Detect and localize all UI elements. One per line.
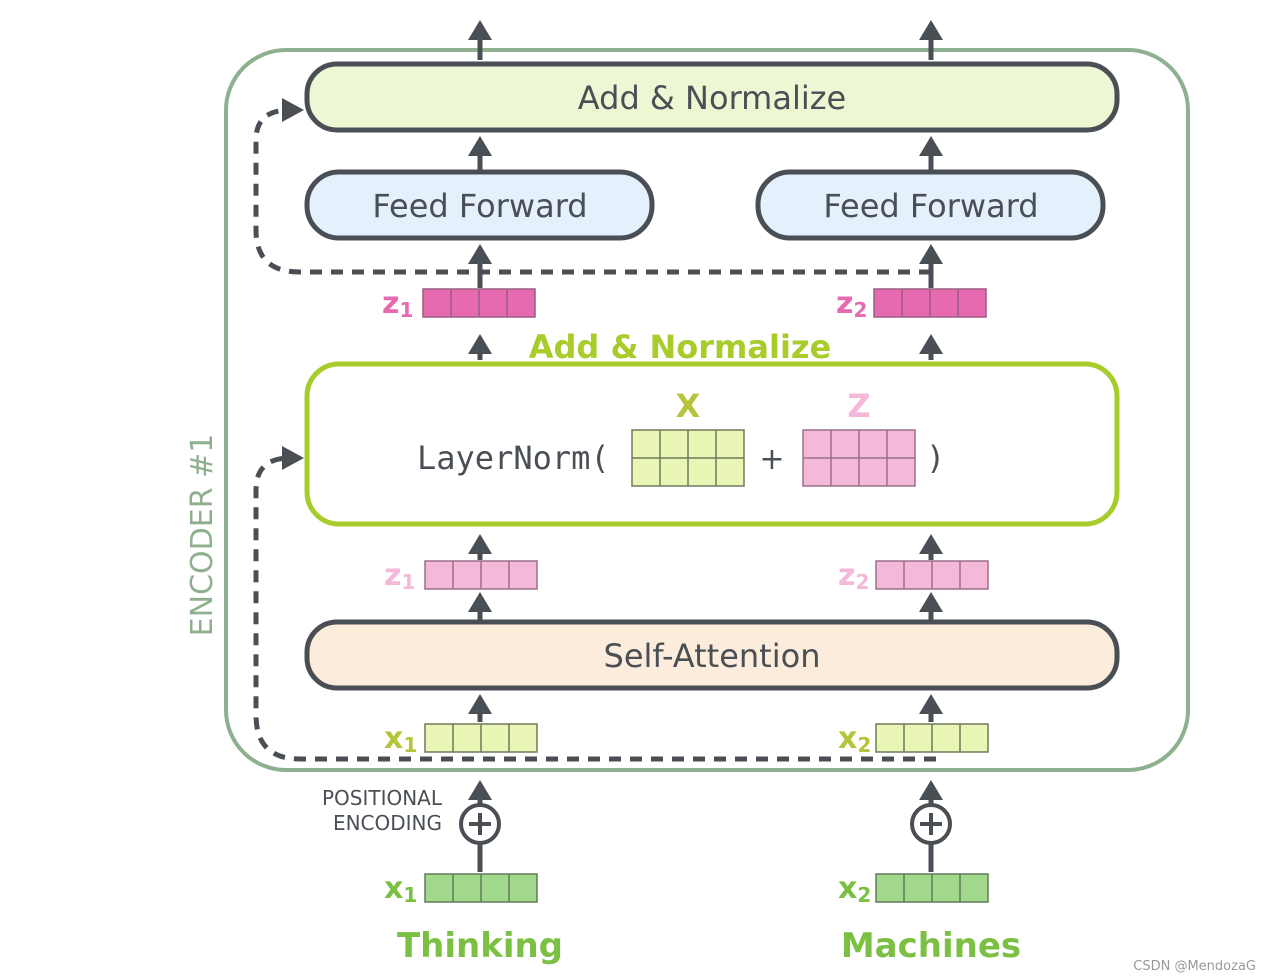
matrix-x — [631, 429, 745, 487]
watermark: CSDN @MendozaG — [1133, 959, 1256, 974]
matrix-x-label: X — [676, 387, 701, 425]
output-arrow-1 — [468, 20, 492, 60]
zin-arrow-1 — [468, 534, 492, 560]
positional-label-line1: POSITIONAL — [322, 786, 443, 810]
matrix-z-label: Z — [847, 387, 870, 425]
residual-arrowhead-upper — [282, 98, 304, 122]
feed-forward-label-1: Feed Forward — [372, 187, 587, 225]
positional-add-2 — [910, 780, 952, 872]
layernorm-open: LayerNorm( — [417, 439, 610, 477]
vector-x1-enc — [424, 723, 538, 753]
xenc-arrow-2 — [919, 694, 943, 722]
vector-x1-emb-label: x1 — [384, 871, 417, 907]
input-word-thinking: Thinking — [397, 926, 563, 966]
residual-arrowhead-lower — [282, 446, 304, 470]
vector-x1-enc-label: x1 — [384, 721, 417, 757]
vector-z1-out — [422, 288, 536, 318]
self-attention-label: Self-Attention — [604, 637, 821, 675]
layernorm-close: ) — [926, 439, 945, 477]
sa-arrow-2 — [919, 592, 943, 620]
z-ff-arrow-1 — [468, 244, 492, 288]
encoder-frame — [224, 48, 1190, 772]
ln-arrow-1 — [468, 334, 492, 360]
vector-x1-emb — [424, 873, 538, 903]
ff-arrow-2 — [919, 136, 943, 170]
encoder-label: ENCODER #1 — [185, 434, 220, 637]
self-attention-box — [304, 619, 1120, 691]
vector-z1-out-label: z1 — [382, 286, 413, 322]
input-word-machines: Machines — [841, 926, 1021, 966]
matrix-z — [802, 429, 916, 487]
vector-x2-emb-label: x2 — [838, 871, 871, 907]
feed-forward-label-2: Feed Forward — [823, 187, 1038, 225]
sa-arrow-1 — [468, 592, 492, 620]
feed-forward-box-2 — [755, 169, 1106, 241]
vector-z1-in-label: z1 — [384, 558, 415, 594]
ff-arrow-1 — [468, 136, 492, 170]
vector-x2-enc-label: x2 — [838, 721, 871, 757]
xenc-arrow-1 — [468, 694, 492, 722]
add-normalize-mid-label: Add & Normalize — [529, 328, 832, 366]
output-arrow-2 — [919, 20, 943, 60]
vector-z2-out — [873, 288, 987, 318]
residual-path-upper — [253, 107, 931, 275]
feed-forward-box-1 — [304, 169, 655, 241]
vector-z2-in-label: z2 — [838, 558, 869, 594]
vector-z2-in — [875, 560, 989, 590]
zin-arrow-2 — [919, 534, 943, 560]
add-normalize-top-label: Add & Normalize — [578, 79, 846, 117]
z-ff-arrow-2 — [919, 244, 943, 288]
vector-x2-emb — [875, 873, 989, 903]
ln-arrow-2 — [919, 334, 943, 360]
positional-label-line2: ENCODING — [333, 811, 442, 835]
positional-add-1 — [459, 780, 501, 872]
add-normalize-top-box — [304, 61, 1120, 133]
vector-z2-out-label: z2 — [836, 286, 867, 322]
layernorm-plus: + — [759, 442, 784, 477]
vector-z1-in — [424, 560, 538, 590]
residual-path-lower — [253, 455, 936, 762]
vector-x2-enc — [875, 723, 989, 753]
